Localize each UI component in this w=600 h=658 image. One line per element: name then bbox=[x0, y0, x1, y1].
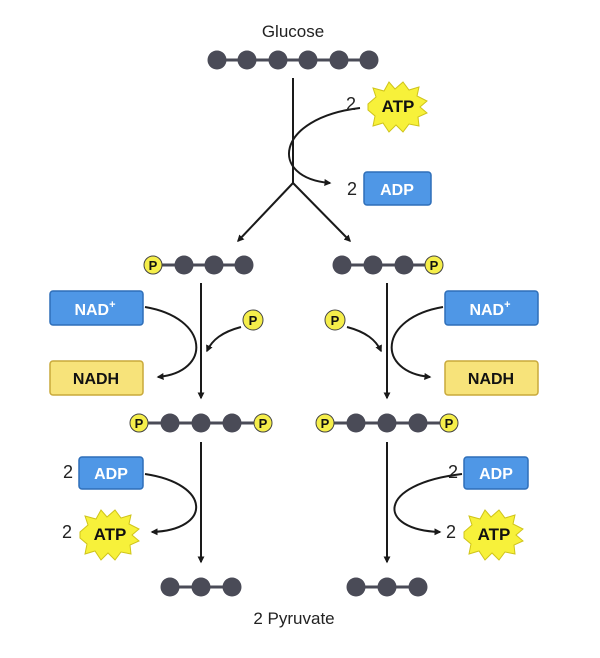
glucose-molecule bbox=[207, 50, 379, 70]
atp-label: ATP bbox=[94, 525, 127, 544]
carbon-atom bbox=[160, 577, 180, 597]
phosphate-label: P bbox=[135, 416, 144, 431]
carbon-atom bbox=[377, 413, 397, 433]
carbon-atom bbox=[268, 50, 288, 70]
phosphate-group bbox=[129, 413, 149, 433]
atp-star-badge-left: ATP bbox=[79, 509, 140, 561]
carbon-atom bbox=[329, 50, 349, 70]
atp-star-icon bbox=[79, 509, 140, 561]
nadh-label: NADH bbox=[73, 371, 119, 388]
carbon-atom bbox=[174, 255, 194, 275]
carbon-atom bbox=[346, 413, 366, 433]
adp-label: ADP bbox=[479, 466, 513, 483]
split-arrow-left bbox=[237, 182, 294, 243]
carbon-atom bbox=[191, 577, 211, 597]
nadh-box-right: NADH bbox=[444, 360, 539, 396]
atp-generation-curve-left bbox=[144, 473, 198, 536]
phosphate-group bbox=[424, 255, 444, 275]
phosphate-label: P bbox=[445, 416, 454, 431]
atp-star-icon bbox=[463, 509, 524, 561]
carbon-atom bbox=[363, 255, 383, 275]
adp-count-label: 2 bbox=[448, 462, 458, 482]
phosphate-label: P bbox=[249, 313, 258, 328]
carbon-atom bbox=[204, 255, 224, 275]
atp-star-badge-right: ATP bbox=[463, 509, 524, 561]
adp-box-right: ADP bbox=[463, 456, 529, 490]
nad-reduction-curve-right bbox=[390, 306, 444, 380]
atp-label: ATP bbox=[382, 97, 415, 116]
carbon-atom bbox=[332, 255, 352, 275]
carbon-atom bbox=[237, 50, 257, 70]
phosphate-label: P bbox=[430, 258, 439, 273]
free-phosphate-left bbox=[242, 309, 264, 331]
nad-box-left: NAD+ bbox=[49, 290, 144, 326]
phosphate-group bbox=[315, 413, 335, 433]
atp-count-label: 2 bbox=[446, 522, 456, 542]
carbon-atom bbox=[222, 577, 242, 597]
phosphate-label: P bbox=[259, 416, 268, 431]
free-phosphate-right bbox=[324, 309, 346, 331]
adp-box: ADP bbox=[363, 171, 432, 206]
split-arrow-right bbox=[292, 182, 351, 242]
atp-star-icon bbox=[367, 81, 428, 133]
carbon-atom bbox=[222, 413, 242, 433]
phosphate-join-curve-left bbox=[206, 326, 242, 353]
phosphorylated-3-carbon-right: P bbox=[332, 255, 444, 275]
adp-box-left: ADP bbox=[78, 456, 144, 490]
svg-text:NAD+: NAD+ bbox=[74, 299, 115, 319]
atp-count-label: 2 bbox=[346, 94, 356, 114]
nadh-label: NADH bbox=[468, 371, 514, 388]
bisphosphate-3-carbon-right: P P bbox=[315, 413, 459, 433]
nadh-box-left: NADH bbox=[49, 360, 144, 396]
adp-label: ADP bbox=[94, 466, 128, 483]
phosphate-group bbox=[439, 413, 459, 433]
phosphate-group bbox=[253, 413, 273, 433]
carbon-atom bbox=[408, 413, 428, 433]
carbon-atom bbox=[359, 50, 379, 70]
carbon-atom bbox=[394, 255, 414, 275]
nad-reduction-curve-left bbox=[144, 306, 198, 380]
carbon-atom bbox=[191, 413, 211, 433]
phosphate-join-curve-right bbox=[346, 326, 382, 353]
atp-star-badge: ATP bbox=[367, 81, 428, 133]
carbon-atom bbox=[234, 255, 254, 275]
carbon-atom bbox=[160, 413, 180, 433]
phosphate-group bbox=[143, 255, 163, 275]
nad-box-right: NAD+ bbox=[444, 290, 539, 326]
adp-label: ADP bbox=[380, 182, 414, 199]
nad-superscript: + bbox=[504, 299, 510, 311]
carbon-atom bbox=[346, 577, 366, 597]
carbon-atom bbox=[377, 577, 397, 597]
atp-consumption-curve bbox=[288, 107, 361, 187]
bisphosphate-3-carbon-left: P P bbox=[129, 413, 273, 433]
nad-label: NAD bbox=[74, 302, 109, 319]
adp-count-label: 2 bbox=[347, 179, 357, 199]
phosphate-label: P bbox=[321, 416, 330, 431]
phosphorylated-3-carbon-left: P bbox=[143, 255, 254, 275]
nad-superscript: + bbox=[109, 299, 115, 311]
phosphate-label: P bbox=[149, 258, 158, 273]
atp-count-label: 2 bbox=[62, 522, 72, 542]
nad-label: NAD bbox=[469, 302, 504, 319]
phosphate-label: P bbox=[331, 313, 340, 328]
carbon-atom bbox=[207, 50, 227, 70]
pyruvate-molecule-right bbox=[346, 577, 428, 597]
glucose-label: Glucose bbox=[262, 22, 324, 41]
pyruvate-molecule-left bbox=[160, 577, 242, 597]
pyruvate-label: 2 Pyruvate bbox=[253, 609, 334, 628]
carbon-atom bbox=[408, 577, 428, 597]
atp-generation-curve-right bbox=[393, 473, 463, 536]
carbon-atom bbox=[298, 50, 318, 70]
svg-text:NAD+: NAD+ bbox=[469, 299, 510, 319]
adp-count-label: 2 bbox=[63, 462, 73, 482]
atp-label: ATP bbox=[478, 525, 511, 544]
